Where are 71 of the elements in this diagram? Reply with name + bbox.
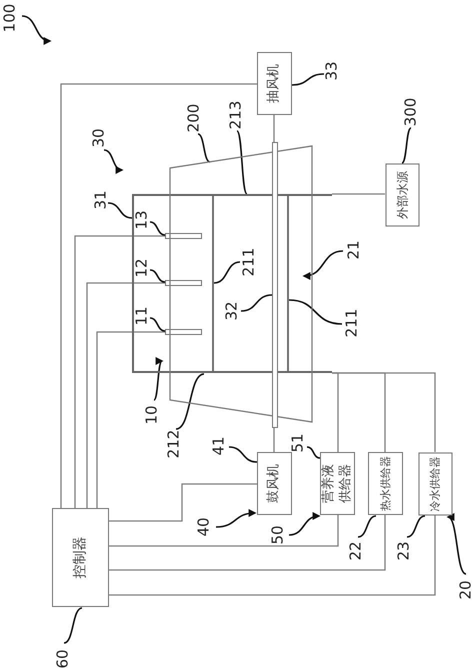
reference-numeral: 300	[404, 98, 418, 126]
reference-numeral: 100	[2, 4, 18, 32]
leader-line	[358, 515, 376, 538]
connector-line	[109, 515, 339, 547]
device-box: 冷水供给器	[418, 452, 452, 515]
reference-numeral: 212	[166, 430, 182, 458]
reference-numeral: 31	[94, 190, 108, 210]
leader-line	[406, 515, 426, 538]
leader-line	[108, 202, 132, 219]
arrow	[446, 516, 466, 575]
connector-line	[273, 428, 275, 452]
connector-line	[273, 115, 275, 142]
trapezoid-outline	[169, 145, 313, 423]
leader-line	[214, 261, 240, 284]
sensor-probe	[165, 329, 202, 335]
leader-line	[402, 127, 412, 164]
leader-line	[228, 446, 258, 463]
connector-line	[109, 515, 436, 596]
leader-line	[150, 221, 166, 236]
arrow	[22, 15, 52, 44]
reference-numeral: 21	[346, 240, 362, 260]
arrow	[302, 250, 344, 280]
reference-numeral: 211	[344, 308, 360, 338]
device-box: 鼓风机	[257, 452, 292, 515]
leader-line	[240, 294, 272, 312]
connector-line	[109, 515, 386, 571]
reference-numeral: 200	[186, 104, 202, 132]
connector-line	[332, 193, 385, 195]
arrow	[216, 509, 257, 528]
reference-numeral: 213	[228, 100, 244, 130]
reference-numeral: 22	[348, 541, 364, 561]
leader-line	[292, 73, 324, 86]
connector-line	[109, 483, 257, 522]
reference-numeral: 41	[212, 436, 226, 456]
controller-box: 控制器	[52, 508, 109, 607]
reference-numeral: 30	[92, 128, 106, 148]
device-box: 营养液供给器	[320, 452, 355, 515]
connector-line	[332, 372, 436, 452]
reference-numeral: 23	[396, 541, 412, 561]
leader-line	[306, 446, 320, 459]
device-box: 热水供给器	[368, 452, 403, 515]
reference-numeral: 60	[56, 649, 70, 669]
connector-line	[60, 83, 257, 508]
leader-line	[150, 269, 166, 283]
device-box: 外部水源	[385, 163, 419, 226]
reference-numeral: 50	[270, 525, 286, 545]
connector-line	[74, 235, 165, 508]
arrow	[153, 360, 164, 401]
reference-numeral: 11	[134, 306, 150, 326]
reference-numeral: 12	[134, 258, 150, 278]
reference-numeral: 211	[242, 248, 256, 276]
arrow	[288, 512, 321, 536]
reference-numeral: 13	[134, 210, 150, 230]
reference-numeral: 10	[144, 405, 160, 425]
sensor-probe	[165, 233, 202, 239]
connector-line	[86, 282, 165, 508]
arrow	[104, 149, 124, 173]
leader-line	[176, 373, 204, 430]
reference-numeral: 33	[324, 61, 340, 81]
reference-numeral: 40	[196, 517, 212, 537]
leader-line	[198, 133, 210, 163]
leader-line	[150, 317, 166, 332]
reference-numeral: 32	[224, 301, 240, 321]
sensor-probe	[165, 280, 202, 286]
reference-numeral: 51	[290, 433, 306, 453]
reference-numeral: 20	[458, 580, 474, 600]
leader-line	[288, 299, 342, 325]
leader-line	[64, 607, 82, 644]
device-box: 抽风机	[257, 52, 292, 115]
connector-line	[96, 331, 165, 508]
leader-line	[236, 130, 248, 195]
